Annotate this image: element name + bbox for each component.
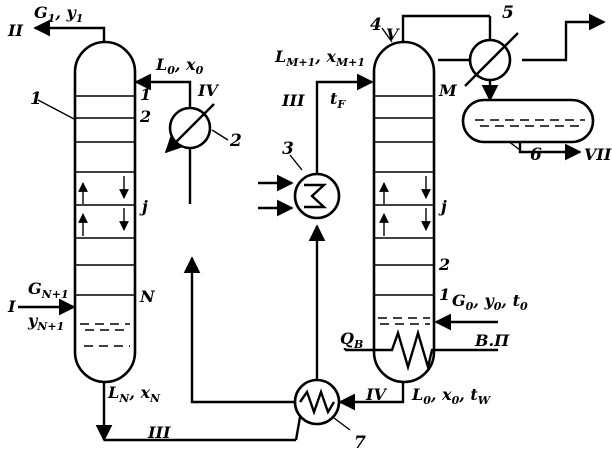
- tray-j-right: j: [438, 197, 447, 216]
- absorber-column: [73, 40, 137, 384]
- var-reflux-left: L0, x0: [155, 55, 204, 77]
- label-column-4: 4: [370, 15, 382, 35]
- stream-IV-bottom: IV: [365, 385, 387, 404]
- label-condenser-2: 2: [229, 131, 242, 151]
- vapor-V: V: [386, 25, 400, 44]
- var-heat: QB: [340, 329, 363, 351]
- tray-2-left: 2: [139, 107, 151, 126]
- tray-N: N: [139, 287, 156, 306]
- heat-exchanger-7: [293, 378, 341, 426]
- stream-III-mid: III: [281, 91, 305, 110]
- condenser-2: [164, 103, 215, 154]
- var-top-left: G1, y1: [34, 3, 83, 25]
- stream-I: I: [7, 297, 16, 316]
- var-bottom-left: LN, xN: [107, 383, 161, 405]
- piping: [18, 13, 606, 442]
- stream-IV-left: IV: [197, 81, 219, 100]
- label-exchanger-7: 7: [354, 433, 366, 453]
- tray-1-left: 1: [140, 85, 151, 104]
- stream-III-bottom: III: [147, 423, 171, 442]
- tray-j-left: j: [139, 197, 148, 216]
- label-exchanger-3: 3: [282, 139, 294, 159]
- var-feed-left-bottom: yN+1: [27, 311, 64, 333]
- tray-2-right: 2: [438, 255, 450, 274]
- var-feed-temp: tF: [330, 89, 346, 111]
- var-feed-right: LM+1, xM+1: [274, 47, 365, 69]
- var-feed-left-top: GN+1: [28, 279, 69, 301]
- tray-1-right: 1: [439, 285, 450, 304]
- desorber-column: [345, 40, 468, 384]
- stream-steam: В.П: [474, 331, 510, 350]
- condenser-5: [438, 32, 519, 87]
- var-steam-in: G0, y0, t0: [452, 291, 528, 313]
- label-condenser-5: 5: [502, 3, 514, 23]
- label-column-1: 1: [30, 89, 42, 109]
- label-drum-6: 6: [530, 145, 542, 165]
- tray-M: M: [438, 81, 458, 100]
- separator-drum-6: [461, 98, 595, 144]
- stream-II: II: [7, 21, 23, 40]
- stream-VII: VII: [584, 145, 612, 164]
- heat-exchanger-3: [293, 172, 341, 220]
- var-bottom-right: L0, x0, tW: [411, 385, 492, 407]
